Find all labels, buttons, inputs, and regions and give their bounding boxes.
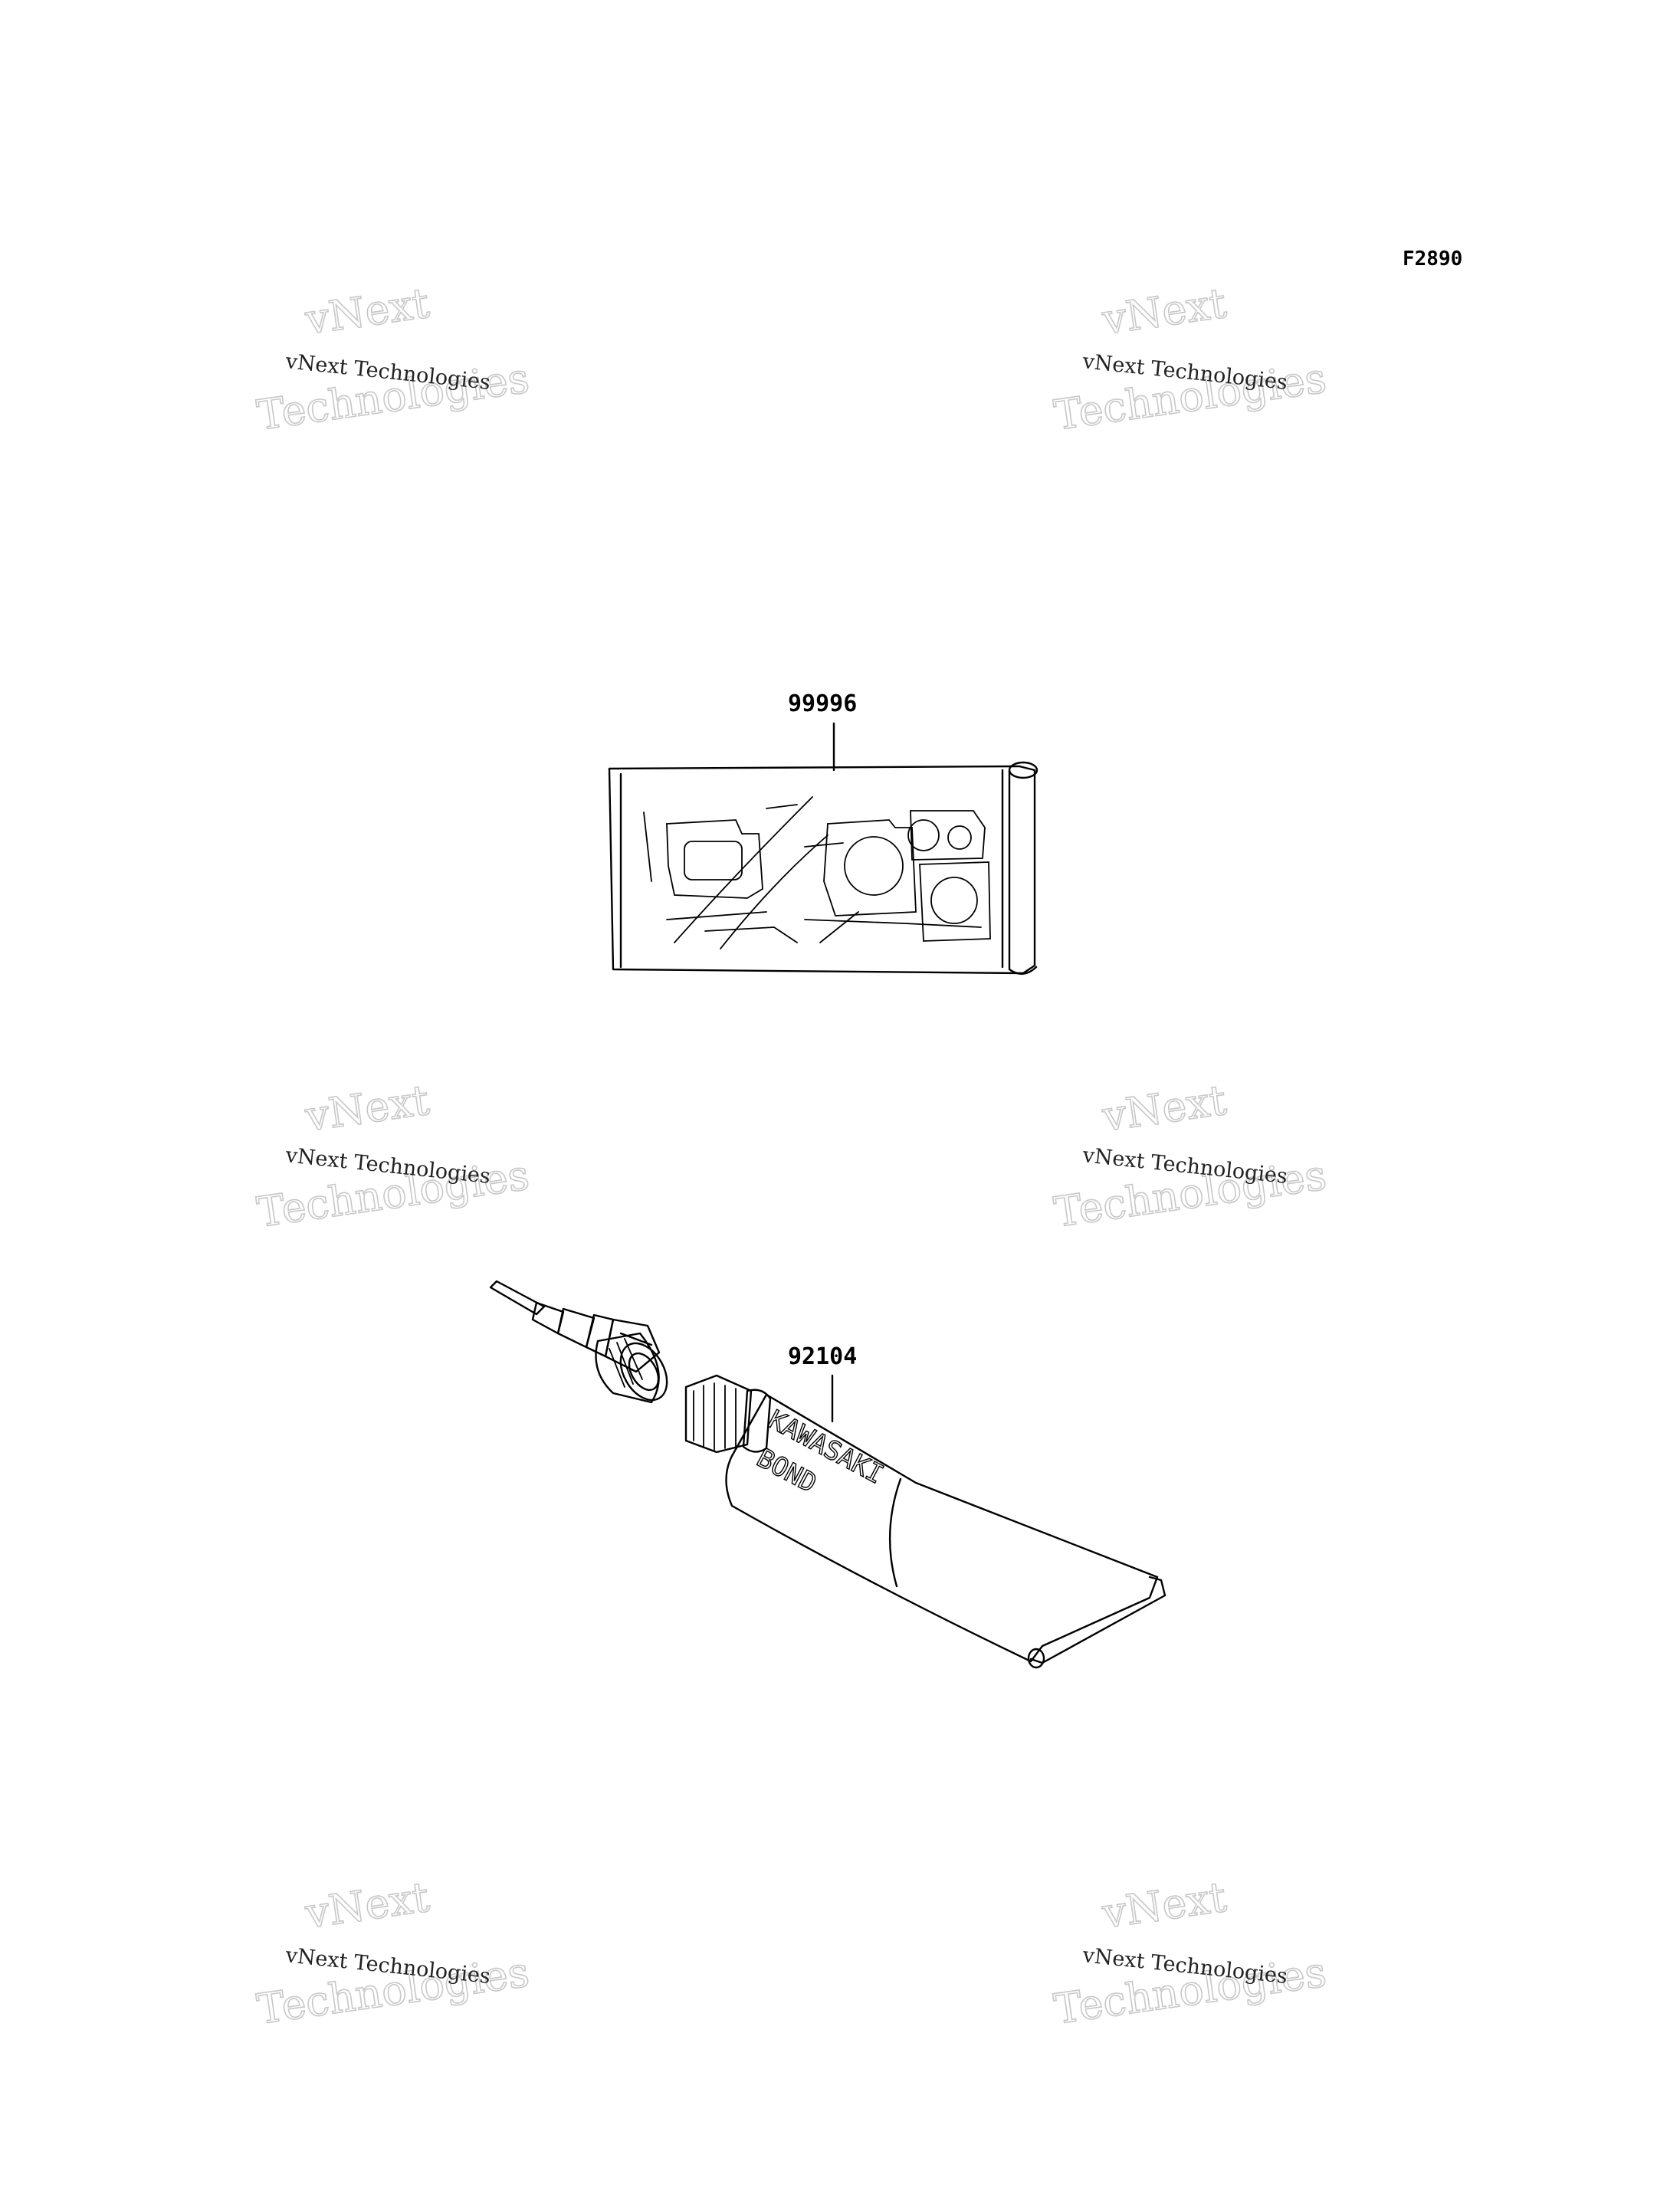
figure-id: F2890 [1403,248,1462,271]
watermark-top-left: vNext Technologies [254,278,533,441]
bag-outline [608,765,1036,975]
bond-tube[interactable]: KAWASAKI BOND [684,1374,1166,1669]
callout-92104[interactable]: 92104 [788,1343,857,1370]
gasket-kit-bag[interactable] [608,761,1039,975]
watermark-mid-right: vNext Technologies [1051,1075,1330,1238]
nozzle-tip[interactable] [489,1280,661,1373]
watermark-top-right: vNext Technologies [1051,278,1330,441]
watermark-bottom-left: vNext Technologies [254,1872,533,2035]
gasket-set [643,796,991,949]
watermark-bottom-right: vNext Technologies [1051,1872,1330,2035]
watermark-big-line1: vNext [302,279,432,344]
bag-roll-edge [1008,769,1038,975]
nozzle-cap[interactable] [595,1332,677,1408]
watermark-big-line1: vNext [1099,1873,1229,1938]
watermark-big-line1: vNext [1099,1076,1229,1141]
watermark-big-line1: vNext [302,1873,432,1938]
watermark-big-line1: vNext [1099,279,1229,344]
watermark-big-line1: vNext [302,1076,432,1141]
watermark-mid-left: vNext Technologies [254,1075,533,1238]
callout-99996[interactable]: 99996 [788,690,857,717]
